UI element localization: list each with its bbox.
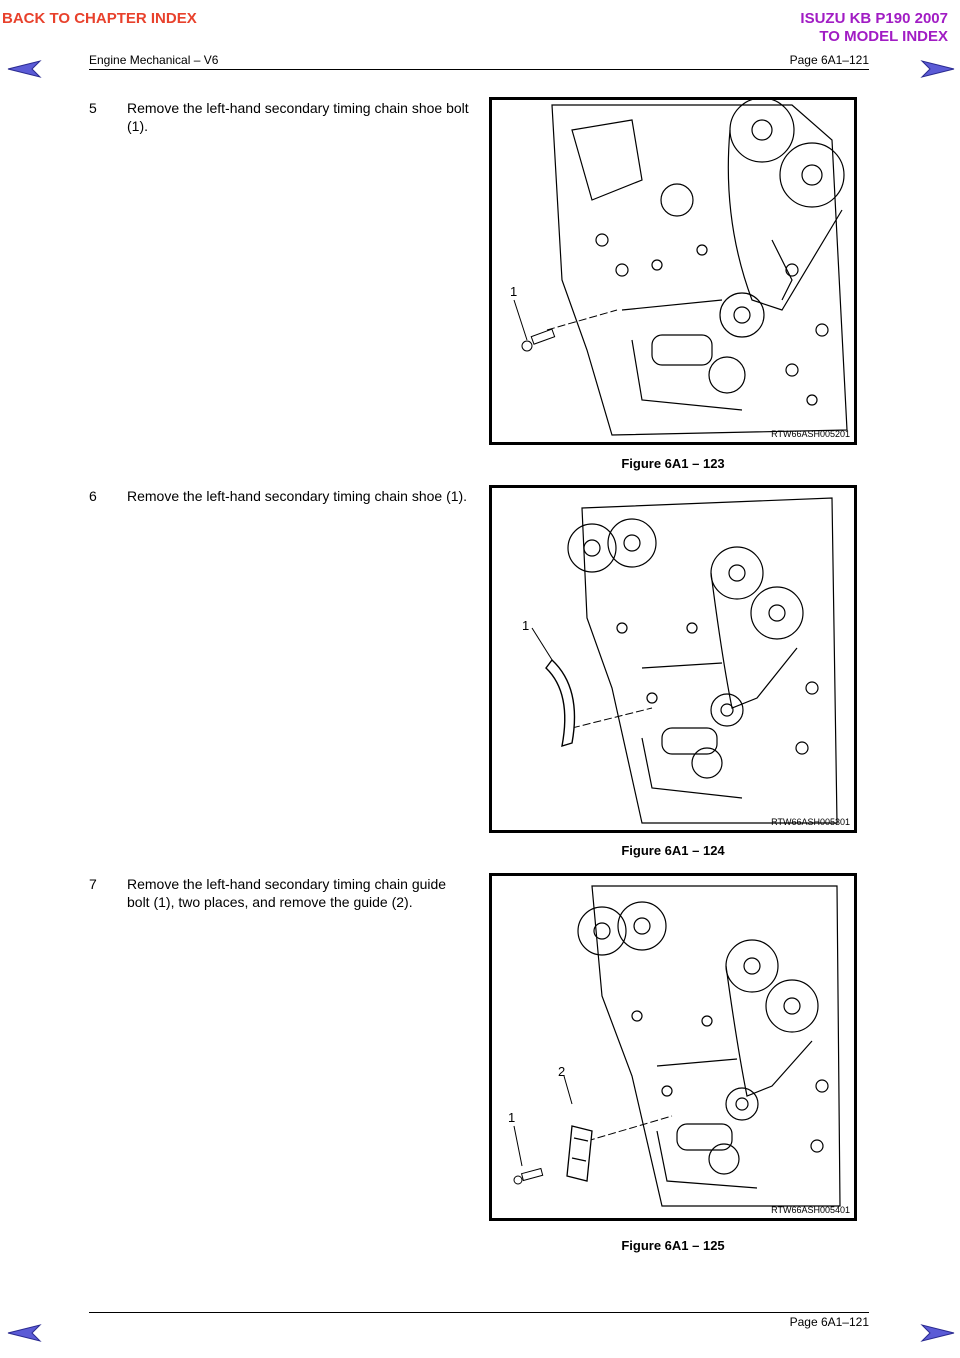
previous-page-arrow-bottom-icon[interactable] xyxy=(6,1322,42,1344)
next-page-arrow-icon[interactable] xyxy=(920,58,956,80)
model-index-block[interactable]: ISUZU KB P190 2007 TO MODEL INDEX xyxy=(800,10,948,46)
figure-code: RTW66ASH005301 xyxy=(771,817,850,827)
to-model-index-link[interactable]: TO MODEL INDEX xyxy=(819,28,948,45)
figure-123-illustration: 1 RTW66ASH005201 xyxy=(489,97,857,445)
callout-label: 1 xyxy=(510,284,518,299)
figure-caption: Figure 6A1 – 124 xyxy=(621,843,725,858)
model-title[interactable]: ISUZU KB P190 2007 xyxy=(800,10,948,27)
header-divider xyxy=(89,69,869,70)
timing-chain-guide-graphic xyxy=(566,1125,593,1182)
step-number: 6 xyxy=(89,488,97,504)
step-6: 6 Remove the left-hand secondary timing … xyxy=(89,487,469,505)
step-7: 7 Remove the left-hand secondary timing … xyxy=(89,875,469,911)
next-page-arrow-bottom-icon[interactable] xyxy=(920,1322,956,1344)
step-number: 5 xyxy=(89,100,97,116)
step-number: 7 xyxy=(89,876,97,892)
shoe-bolt-graphic xyxy=(521,328,556,352)
figure-124-illustration: 1 RTW66ASH005301 xyxy=(489,485,857,833)
callout-label: 2 xyxy=(558,1064,566,1079)
figure-caption: Figure 6A1 – 123 xyxy=(621,456,725,471)
section-title: Engine Mechanical – V6 xyxy=(89,53,219,67)
timing-chain-shoe-graphic xyxy=(545,658,576,748)
step-5: 5 Remove the left-hand secondary timing … xyxy=(89,99,469,135)
header-page-number: Page 6A1–121 xyxy=(789,53,869,67)
callout-label: 1 xyxy=(522,618,530,633)
step-text: Remove the left-hand secondary timing ch… xyxy=(127,100,469,134)
guide-bolt-graphic xyxy=(513,1167,544,1185)
figure-code: RTW66ASH005401 xyxy=(771,1205,850,1215)
previous-page-arrow-icon[interactable] xyxy=(6,58,42,80)
figure-code: RTW66ASH005201 xyxy=(771,429,850,439)
step-text: Remove the left-hand secondary timing ch… xyxy=(127,488,468,504)
figure-125-illustration: 2 1 RTW66ASH005401 xyxy=(489,873,857,1221)
footer-page-number: Page 6A1–121 xyxy=(789,1315,869,1329)
callout-label: 1 xyxy=(508,1110,516,1125)
step-text: Remove the left-hand secondary timing ch… xyxy=(127,876,447,910)
back-to-chapter-index-link[interactable]: BACK TO CHAPTER INDEX xyxy=(2,10,197,27)
footer-divider xyxy=(89,1312,869,1313)
figure-caption: Figure 6A1 – 125 xyxy=(621,1238,725,1253)
